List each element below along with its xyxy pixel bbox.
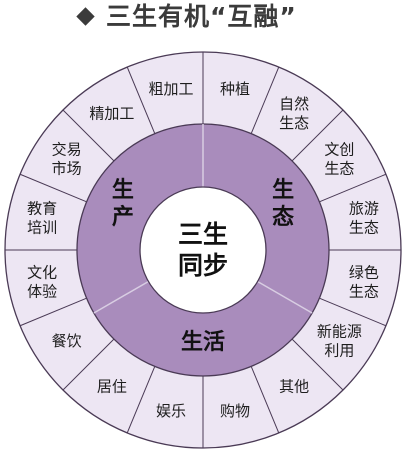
segment-divider [19,173,87,203]
segment-divider [62,338,115,391]
segment-label-line: 文创 [324,140,354,158]
segment-divider [62,109,115,162]
segment-label-line: 教育 [27,200,57,218]
core-label-line: 同步 [178,251,228,280]
segment-label-line: 精加工 [89,105,134,123]
segment-label-line: 自然 [279,95,309,113]
segment-divider [250,66,280,134]
segment-divider [126,66,156,134]
outer-segment-6: 其他 [279,377,309,395]
segment-divider [319,173,387,203]
segment-label-line: 粗加工 [148,80,193,98]
segment-divider [291,338,344,391]
segment-divider [126,366,156,434]
ring-sector-生活: 生活 [181,330,225,355]
core-background [139,186,267,314]
segment-divider [291,109,344,162]
page-title: 三生有机“互融” [106,2,297,31]
segment-label-line: 体验 [27,282,57,300]
segment-label-line: 旅游 [349,200,379,218]
ring-label-line: 态 [272,204,294,230]
ring-label-line: 生 [272,178,294,203]
segment-label-line: 生态 [349,282,379,300]
segment-label-line: 生态 [279,114,309,132]
segment-divider [19,297,87,327]
segment-label-line: 娱乐 [156,402,186,420]
segment-label-line: 新能源 [317,323,362,341]
ring-label-line: 产 [112,205,134,230]
segment-label-line: 绿色 [349,263,379,281]
core-label-line: 三生 [178,220,228,249]
segment-label-line: 交易 [52,140,82,158]
outer-segment-7: 购物 [220,402,250,420]
segment-label-line: 种植 [220,80,250,98]
segment-label-line: 利用 [324,342,354,360]
ring-label-line: 生活 [181,330,225,355]
segment-label-line: 居住 [97,377,127,395]
segment-label-line: 其他 [279,377,309,395]
segment-divider [250,366,280,434]
segment-label-line: 购物 [220,402,250,420]
segment-divider [319,297,387,327]
outer-segment-8: 娱乐 [156,402,186,420]
segment-label-line: 生态 [349,219,379,237]
outer-segment-15: 粗加工 [148,80,193,98]
ring-sector-生产: 生产 [112,178,134,230]
ring-label-line: 生 [112,178,134,203]
segment-label-line: 餐饮 [52,332,82,350]
segment-label-line: 市场 [52,159,82,177]
segment-label-line: 生态 [324,159,354,177]
ring-divider [257,280,313,314]
outer-segment-0: 种植 [220,80,250,98]
ring-sector-生态: 生态 [272,178,294,230]
outer-segment-10: 餐饮 [52,332,82,350]
outer-segment-14: 精加工 [89,105,134,123]
ring-divider [93,280,149,314]
segment-label-line: 培训 [27,219,57,237]
title-bar: 三生有机“互融” [0,0,405,38]
segment-label-line: 文化 [27,263,57,281]
outer-segment-9: 居住 [97,377,127,395]
